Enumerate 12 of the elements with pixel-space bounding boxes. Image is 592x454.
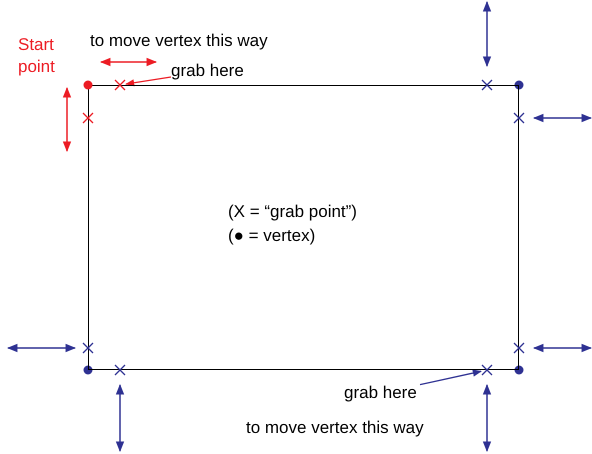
annotation-text: to move vertex this way <box>90 30 268 52</box>
leader-arrow <box>125 76 172 86</box>
grab-point-mark <box>114 79 126 91</box>
leader-arrow <box>420 370 482 386</box>
annotation-text: Start point <box>18 34 56 78</box>
legend-note: (● = vertex) <box>228 225 316 247</box>
callout-text: grab here <box>171 61 244 81</box>
grab-point-mark <box>481 364 493 376</box>
rectangle <box>88 85 519 370</box>
legend-note: (X = “grab point”) <box>228 201 357 223</box>
annotation-text: to move vertex this way <box>246 417 424 439</box>
callout-text: grab here <box>344 383 417 403</box>
